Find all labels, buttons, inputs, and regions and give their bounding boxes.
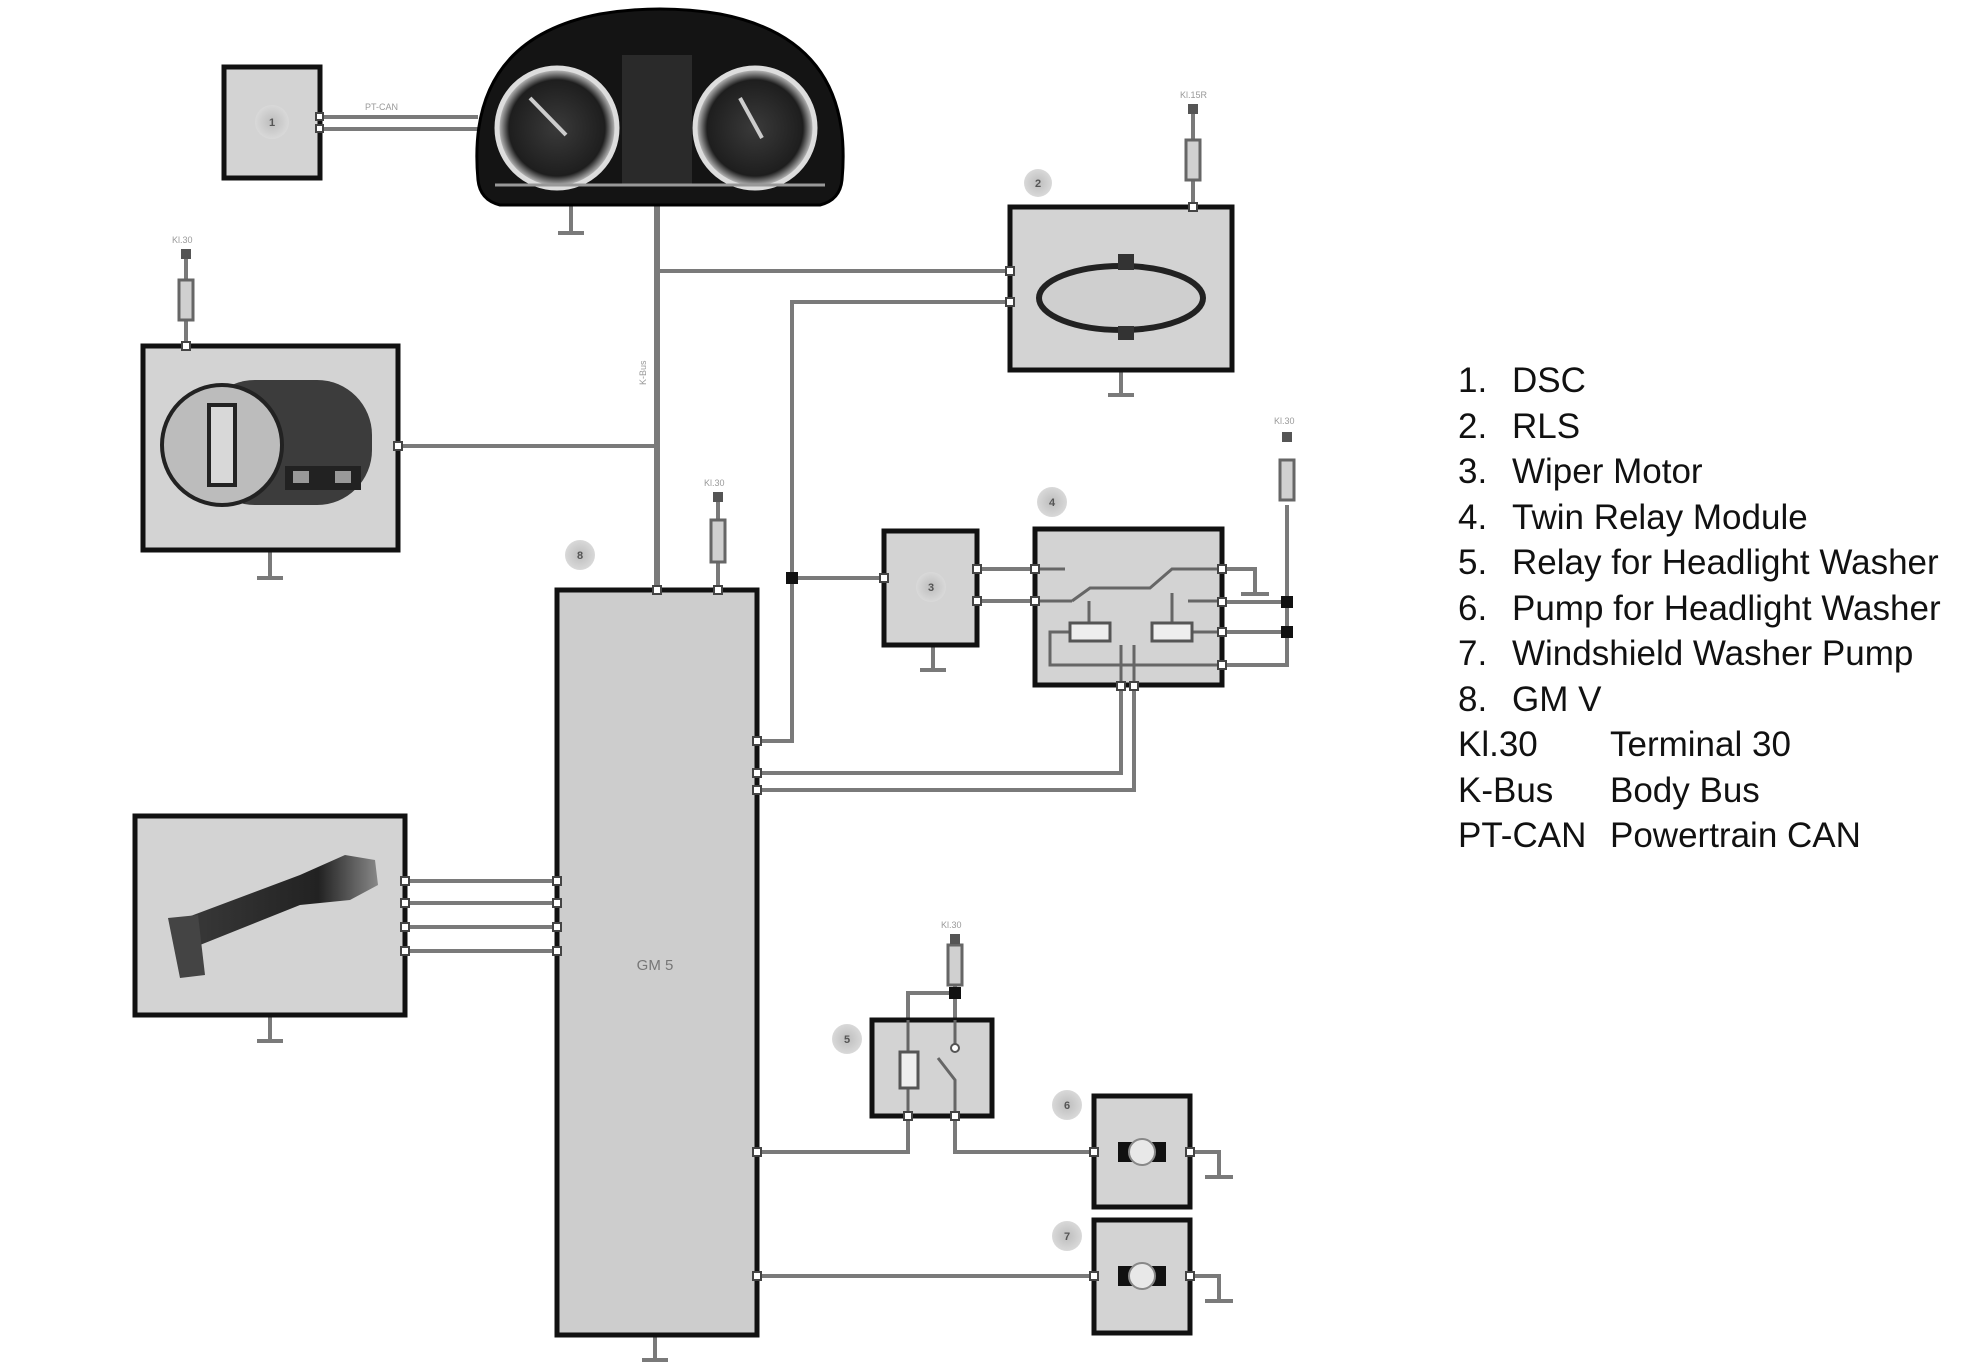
wire-pump6-ground [1190, 1150, 1221, 1176]
badge-2 [1024, 169, 1052, 197]
component-gm[interactable]: GM 5 8 [554, 540, 760, 1338]
component-wiper-motor[interactable]: 3 [881, 528, 980, 648]
badge-8-text: 8 [577, 550, 583, 562]
wire-gm-relay5 [757, 1116, 910, 1154]
badge-4 [1037, 487, 1067, 517]
fuses [177, 138, 1296, 987]
wire-gm-relay-a [757, 686, 1123, 775]
legend-item: 5.Relay for Headlight Washer [1458, 543, 1939, 582]
ground-icon [1108, 370, 1134, 397]
component-wiper-stalk[interactable] [132, 813, 408, 1018]
label-kl30-relay: Kl.30 [1274, 416, 1295, 426]
terminal-dots [181, 104, 1292, 944]
relay-coil-icon [898, 1050, 920, 1090]
legend: 1.DSC 2.RLS 3.Wiper Motor 4.Twin Relay M… [1458, 358, 1941, 859]
wire-gm-relay-b [757, 686, 1136, 792]
label-k-bus: K-Bus [638, 360, 648, 385]
legend-item: 1.DSC [1458, 361, 1586, 400]
label-kl30-relay5: Kl.30 [941, 920, 962, 930]
label-kl15r-rls: Kl.15R [1180, 90, 1208, 100]
fuse-icon [1278, 458, 1296, 502]
badge-3 [916, 572, 946, 602]
fuse-icon [177, 278, 195, 322]
component-headlight-relay[interactable]: 5 [832, 1017, 995, 1119]
legend-item: 8.GM V [1458, 679, 1602, 719]
component-windshield-pump[interactable]: 7 [1052, 1217, 1193, 1336]
wires [184, 110, 1289, 1300]
wire-pump7-ground [1190, 1274, 1221, 1300]
component-headlight-pump[interactable]: 6 [1052, 1090, 1193, 1210]
relay-coil-icon [1150, 621, 1194, 643]
legend-item: 7.Windshield Washer Pump [1458, 634, 1914, 673]
relay-coil-icon [1068, 621, 1112, 643]
ground-icon [257, 550, 283, 580]
badge-6 [1052, 1090, 1082, 1120]
badge-6-text: 6 [1064, 1100, 1070, 1112]
wire-relay-ground [1222, 567, 1257, 592]
legend-item: 6.Pump for Headlight Washer [1458, 588, 1941, 628]
connector-pins [181, 112, 1227, 1281]
badge-5-text: 5 [844, 1034, 850, 1046]
label-kl30-light-switch: Kl.30 [172, 235, 193, 245]
stalk-icon [180, 855, 378, 945]
badge-7-text: 7 [1064, 1231, 1070, 1243]
component-light-switch[interactable] [140, 343, 401, 553]
motor-icon [1128, 1138, 1156, 1166]
motor-icon [1128, 1262, 1156, 1290]
ground-icon [920, 645, 946, 672]
ground-icon [642, 1335, 668, 1362]
component-rls[interactable]: 2 [1007, 169, 1235, 373]
legend-item: 2.RLS [1458, 406, 1581, 446]
component-dsc[interactable]: 1 [221, 64, 323, 181]
badge-1-text: 1 [269, 117, 275, 129]
badge-7 [1052, 1221, 1082, 1251]
fuse-icon [1184, 138, 1202, 182]
badge-5 [832, 1024, 862, 1054]
gm-label: GM 5 [637, 957, 674, 974]
legend-item: 4.Twin Relay Module [1458, 497, 1808, 537]
badge-4-text: 4 [1049, 497, 1056, 509]
label-pt-can: PT-CAN [365, 102, 398, 112]
component-instrument-cluster[interactable] [475, 7, 845, 207]
component-twin-relay[interactable]: 4 [1032, 487, 1225, 688]
badge-8 [565, 540, 595, 570]
wire-relay-kl30-c [1222, 505, 1289, 667]
relay-switch-icon [936, 1057, 957, 1116]
badge-1 [255, 105, 289, 139]
fuse-icon [709, 518, 727, 564]
legend-item: 3.Wiper Motor [1458, 452, 1703, 491]
wire-gm-rls [757, 300, 1010, 743]
label-kl30-gm: Kl.30 [704, 478, 725, 488]
fuse-icon [946, 943, 964, 987]
ground-symbols [257, 205, 1233, 1362]
ground-icon [257, 1015, 283, 1043]
wire-relay5-kl30 [906, 991, 955, 1020]
junction-dots [786, 572, 1293, 999]
badge-2-text: 2 [1035, 178, 1041, 190]
mirror-icon [1036, 263, 1206, 333]
ground-icon [558, 205, 584, 235]
badge-3-text: 3 [928, 582, 934, 594]
wire-relay5-pump6 [953, 1116, 1094, 1154]
